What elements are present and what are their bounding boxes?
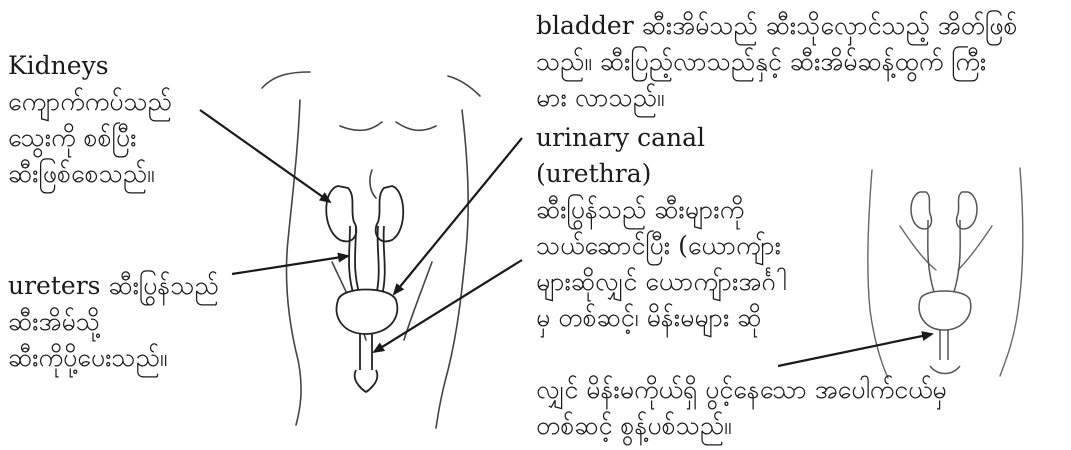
- bladder-label: bladder ဆီးအိမ်သည် ဆီးသိုလှောင်သည့် အိတ်…: [536, 8, 1066, 116]
- female-urinary-organs: [911, 192, 977, 374]
- ureters-pointer-arrow: [232, 256, 348, 274]
- urethra-female-pointer-arrow: [778, 334, 932, 366]
- kidneys-label: Kidneys ကျောက်ကပ်သည် သွေးကို စစ်ပြီး ဆီး…: [8, 48, 208, 192]
- urinary-organs: [326, 186, 403, 392]
- male-torso-outline: [262, 72, 480, 428]
- bladder-pointer-arrow: [394, 138, 522, 294]
- urethra-label-continued: လျှင် မိန်းမကိုယ်ရှိ ပွင့်နေသော အပေါက်ငယ…: [536, 372, 1066, 444]
- ureters-label: ureters ဆီးပြွန်သည် ဆီးအိမ်သို့ ဆီးကိုပိ…: [8, 268, 248, 376]
- female-torso-outline: [868, 168, 1023, 378]
- kidneys-pointer-arrow: [200, 110, 330, 202]
- urethra-label: urinary canal (urethra) ဆီးပြွန်သည် ဆီးမ…: [536, 120, 806, 336]
